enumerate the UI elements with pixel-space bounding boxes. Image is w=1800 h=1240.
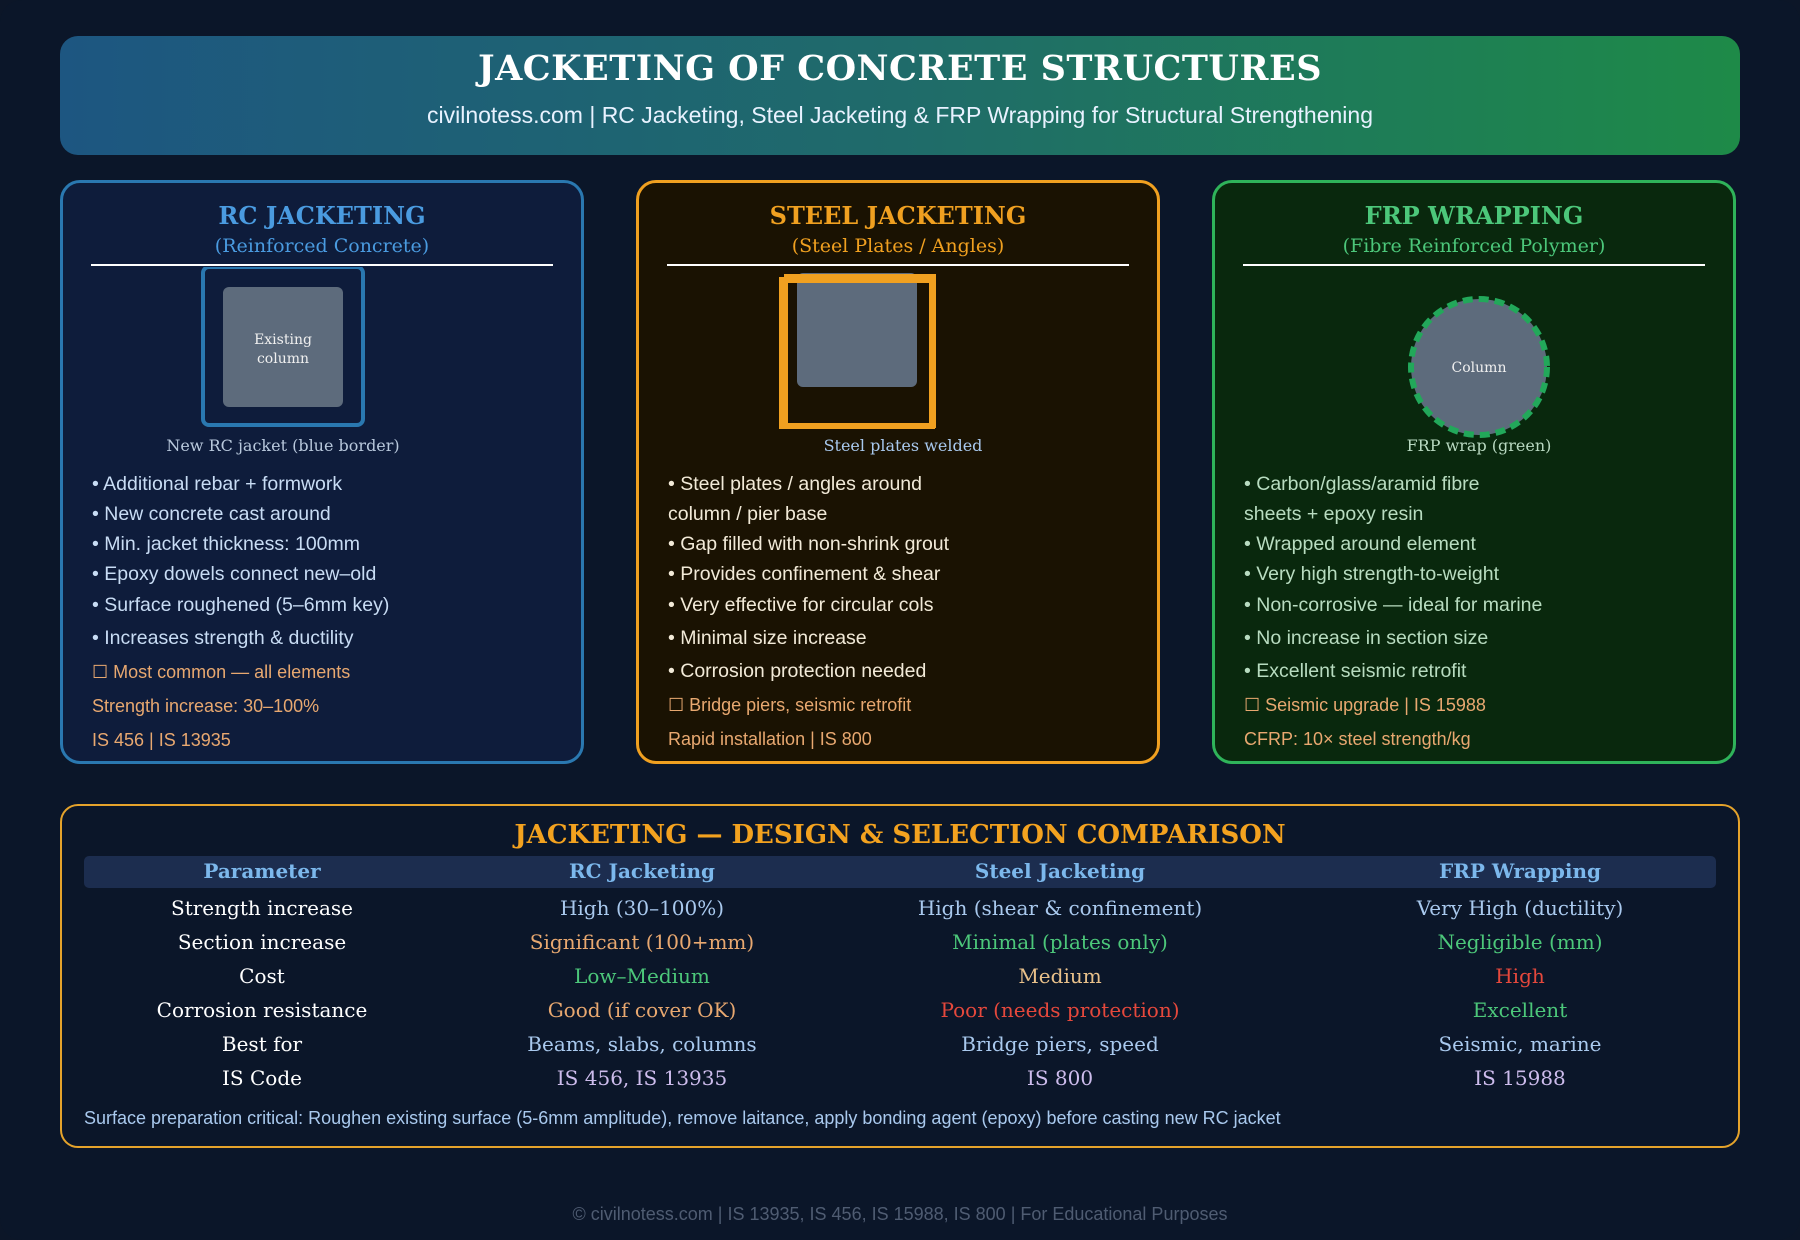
table-cell: Negligible (mm): [1437, 930, 1603, 954]
table-cell: Bridge piers, speed: [961, 1032, 1159, 1056]
rc-jacket-outline: [201, 267, 365, 427]
table-cell: Very High (ductility): [1416, 896, 1624, 920]
column-label: Column: [1452, 360, 1507, 376]
table-cell: Minimal (plates only): [952, 930, 1168, 954]
table-footnote: Surface preparation critical: Roughen ex…: [84, 1108, 1281, 1128]
rc-jacket-diagram: Existing column New RC jacket (blue bord…: [166, 267, 400, 455]
table-cell: Excellent: [1472, 998, 1568, 1022]
divider: [667, 264, 1129, 266]
column-header: FRP Wrapping: [1439, 859, 1601, 883]
feature-item: • Corrosion protection needed: [668, 660, 927, 682]
table-cell: Significant (100+mm): [529, 930, 755, 954]
steel-jacket-diagram: Steel plates welded: [779, 273, 983, 455]
table-row: IS Code IS 456, IS 13935 IS 800 IS 15988: [62, 1066, 1738, 1096]
table-row: Strength increase High (30–100%) High (she…: [62, 896, 1738, 926]
table-cell: IS 456, IS 13935: [556, 1066, 728, 1090]
table-cell: Poor (needs protection): [940, 998, 1180, 1022]
card-subtitle: (Fibre Reinforced Polymer): [1342, 235, 1606, 257]
feature-item: • Additional rebar + formwork: [92, 473, 343, 495]
page-title: JACKETING OF CONCRETE STRUCTURES: [478, 48, 1322, 89]
feature-item: • Wrapped around element: [1244, 533, 1476, 555]
diagram-caption: FRP wrap (green): [1407, 436, 1552, 455]
divider: [91, 264, 553, 266]
column-header: Parameter: [203, 859, 321, 883]
card-title: STEEL JACKETING: [769, 201, 1027, 230]
column-label-line1: Existing: [254, 332, 312, 348]
feature-item: • New concrete cast around: [92, 503, 331, 525]
table-cell: High: [1495, 964, 1545, 988]
column-circle: [1411, 299, 1547, 435]
feature-item: sheets + epoxy resin: [1244, 503, 1424, 525]
column-label-line2: column: [257, 351, 309, 367]
feature-item: • Surface roughened (5–6mm key): [92, 594, 390, 616]
divider: [1243, 264, 1705, 266]
note-item: CFRP: 10× steel strength/kg: [1244, 729, 1471, 749]
table-cell: Beams, slabs, columns: [527, 1032, 757, 1056]
feature-item: • Carbon/glass/aramid fibre: [1244, 473, 1480, 495]
footer-text: © civilnotess.com | IS 13935, IS 456, IS…: [572, 1204, 1228, 1224]
frp-wrap-ring: [1408, 296, 1550, 438]
parameter-cell: Corrosion resistance: [156, 998, 368, 1022]
feature-list: • Additional rebar + formwork • New conc…: [92, 469, 389, 757]
parameter-cell: Strength increase: [171, 896, 353, 920]
feature-item: • Increases strength & ductility: [92, 627, 354, 649]
header-banner: JACKETING OF CONCRETE STRUCTURES civilno…: [60, 36, 1740, 155]
table-cell: Low–Medium: [574, 964, 710, 988]
feature-item: • Epoxy dowels connect new–old: [92, 563, 377, 585]
table-row: Corrosion resistance Good (if cover OK) Po…: [62, 998, 1738, 1028]
parameter-cell: Section increase: [177, 930, 347, 954]
feature-item: • Excellent seismic retrofit: [1244, 660, 1467, 682]
card-rc-jacketing: RC JACKETING (Reinforced Concrete) Exist…: [60, 180, 584, 764]
comparison-table: JACKETING — DESIGN & SELECTION COMPARISO…: [60, 804, 1740, 1148]
existing-column: [797, 273, 917, 387]
frp-wrap-diagram: Column FRP wrap (green): [1407, 296, 1552, 455]
parameter-cell: Cost: [239, 964, 285, 988]
feature-item: • Non-corrosive — ideal for marine: [1244, 594, 1543, 616]
card-subtitle: (Steel Plates / Angles): [791, 235, 1005, 257]
diagram-caption: New RC jacket (blue border): [166, 436, 399, 455]
diagram-caption: Steel plates welded: [824, 436, 983, 455]
parameter-cell: IS Code: [222, 1066, 302, 1090]
note-item: Strength increase: 30–100%: [92, 696, 320, 716]
feature-item: • Gap filled with non-shrink grout: [668, 533, 950, 555]
feature-item: column / pier base: [668, 503, 828, 525]
card-frp-wrapping: FRP WRAPPING (Fibre Reinforced Polymer) …: [1212, 180, 1736, 764]
feature-item: • Very effective for circular cols: [668, 594, 934, 616]
table-cell: Good (if cover OK): [547, 998, 737, 1022]
card-steel-jacketing: STEEL JACKETING (Steel Plates / Angles) …: [636, 180, 1160, 764]
table-cell: Medium: [1018, 964, 1102, 988]
table-row: Section increase Significant (100+mm) Mini…: [62, 930, 1738, 960]
table-cell: High (30–100%): [559, 896, 725, 920]
feature-item: • Provides confinement & shear: [668, 563, 941, 585]
table-cell: IS 15988: [1474, 1066, 1566, 1090]
card-subtitle: (Reinforced Concrete): [214, 235, 430, 257]
table-cell: IS 800: [1026, 1066, 1094, 1090]
table-title: JACKETING — DESIGN & SELECTION COMPARISO…: [514, 820, 1286, 850]
note-item: ☐ Most common — all elements: [92, 662, 351, 682]
note-item: ☐ Seismic upgrade | IS 15988: [1244, 695, 1486, 715]
table-row: Cost Low–Medium Medium High: [62, 964, 1738, 994]
card-title: RC JACKETING: [218, 201, 426, 230]
existing-column: [223, 287, 343, 407]
table-header-row: Parameter RC Jacketing Steel Jacketing F…: [84, 856, 1716, 888]
feature-item: • Very high strength-to-weight: [1244, 563, 1500, 585]
table-cell: High (shear & confinement): [917, 896, 1203, 920]
feature-item: • Min. jacket thickness: 100mm: [92, 533, 361, 555]
column-header: RC Jacketing: [568, 859, 716, 883]
page-subtitle: civilnotess.com | RC Jacketing, Steel Ja…: [427, 102, 1373, 128]
note-item: Rapid installation | IS 800: [668, 729, 872, 749]
feature-item: • Minimal size increase: [668, 627, 867, 649]
card-title: FRP WRAPPING: [1364, 201, 1584, 230]
feature-item: • Steel plates / angles around: [668, 473, 922, 495]
note-item: ☐ Bridge piers, seismic retrofit: [668, 695, 912, 715]
table-row: Best for Beams, slabs, columns Bridge pier…: [62, 1032, 1738, 1062]
parameter-cell: Best for: [221, 1032, 303, 1056]
feature-list: • Steel plates / angles around column / …: [668, 469, 949, 756]
table-cell: Seismic, marine: [1438, 1032, 1602, 1056]
feature-list: • Carbon/glass/aramid fibre sheets + epo…: [1244, 469, 1542, 756]
note-item: IS 456 | IS 13935: [92, 730, 231, 750]
feature-item: • No increase in section size: [1244, 627, 1489, 649]
column-header: Steel Jacketing: [974, 859, 1146, 883]
steel-plate-outline-offset: [784, 274, 936, 428]
